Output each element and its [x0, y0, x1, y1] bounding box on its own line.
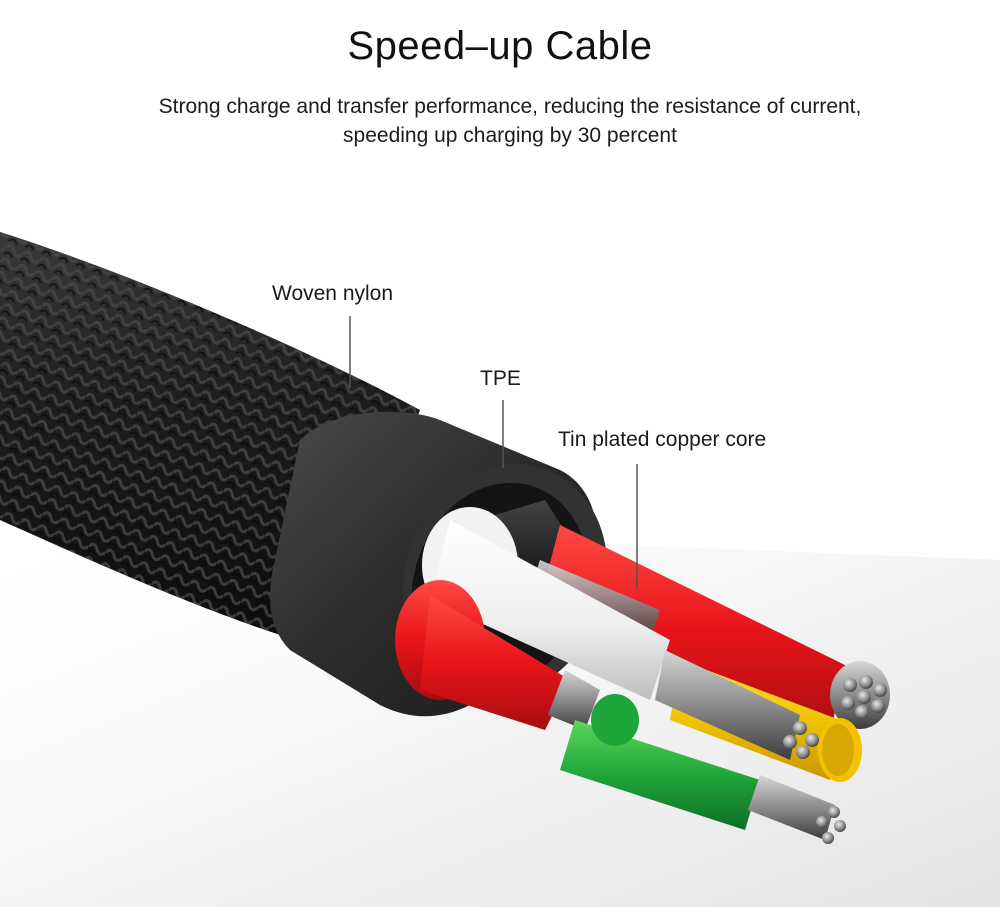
label-tpe: TPE: [480, 367, 521, 390]
wire-green: [560, 694, 846, 844]
label-tin-plated-copper-core: Tin plated copper core: [558, 428, 767, 451]
subtitle-line-1: Strong charge and transfer performance, …: [158, 95, 862, 118]
label-woven-nylon: Woven nylon: [272, 282, 394, 305]
page-title: Speed–up Cable: [347, 24, 653, 68]
page-subtitle: Strong charge and transfer performance, …: [40, 92, 980, 150]
strands-white: [783, 721, 819, 759]
strands-green: [816, 806, 846, 844]
subtitle-line-2: speeding up charging by 30 percent: [343, 124, 677, 147]
strands-red-top: [841, 675, 887, 719]
wire-red-bottom: [395, 580, 600, 730]
